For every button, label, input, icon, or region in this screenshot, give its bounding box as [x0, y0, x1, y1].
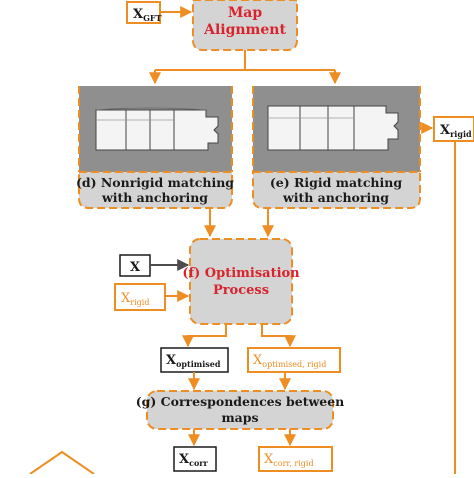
x-corr-rigid-sub: corr, rigid: [273, 459, 313, 468]
map-alignment-box: Map Alignment: [192, 0, 298, 51]
x-input-box: X: [119, 254, 151, 277]
svg-text:Xrigid: Xrigid: [121, 291, 149, 307]
x-optimised-rigid-sub: optimised, rigid: [262, 360, 326, 369]
x-optimised-base: X: [166, 353, 177, 368]
nonrigid-label-line2: with anchoring: [101, 190, 208, 205]
decision-diamond-partial: [29, 450, 95, 475]
svg-text:Xcorr, rigid: Xcorr, rigid: [264, 452, 314, 468]
x-corr-rigid-base: X: [264, 452, 274, 467]
nonrigid-panel: (d) Nonrigid matching with anchoring: [76, 86, 234, 209]
optimisation-box: (f) Optimisation Process: [182, 238, 300, 325]
x-input-label: X: [130, 260, 141, 275]
x-gft-base: X: [133, 7, 144, 22]
svg-text:Xoptimised, rigid: Xoptimised, rigid: [253, 353, 326, 369]
x-rigid-right-sub: rigid: [450, 129, 472, 139]
x-rigid-input-box: Xrigid: [114, 283, 166, 311]
correspondences-box: (g) Correspondences between maps: [136, 390, 345, 430]
nonrigid-label-line1: (d) Nonrigid matching: [76, 175, 234, 190]
arrow-opt-to-xoptrigid: [261, 324, 296, 348]
x-corr-sub: corr: [189, 458, 208, 468]
x-optimised-rigid-base: X: [253, 353, 263, 368]
rigid-label-line1: (e) Rigid matching: [270, 175, 402, 190]
x-optimised-rigid-box: Xoptimised, rigid: [247, 347, 341, 373]
optimisation-line2: Process: [213, 283, 269, 298]
x-corr-base: X: [179, 452, 190, 467]
x-rigid-input-sub: rigid: [130, 298, 149, 307]
x-optimised-sub: optimised: [176, 359, 221, 369]
x-gft-box: XGFT: [126, 1, 162, 24]
nonrigid-map-image: [95, 107, 219, 151]
rigid-map-image: [267, 105, 399, 151]
x-corr-box: Xcorr: [173, 446, 217, 472]
x-rigid-right-base: X: [440, 123, 451, 138]
svg-text:XGFT: XGFT: [133, 7, 162, 23]
optimisation-line1: (f) Optimisation: [182, 266, 300, 281]
correspondences-line1: (g) Correspondences between: [136, 394, 345, 409]
x-rigid-input-base: X: [121, 291, 131, 306]
x-corr-rigid-box: Xcorr, rigid: [258, 446, 333, 472]
svg-text:Xcorr: Xcorr: [179, 452, 209, 468]
svg-text:Xrigid: Xrigid: [440, 123, 472, 139]
x-gft-sub: GFT: [143, 13, 162, 23]
x-rigid-right-box: Xrigid: [433, 116, 474, 142]
map-alignment-line1: Map: [228, 5, 263, 21]
rigid-panel: (e) Rigid matching with anchoring: [252, 86, 421, 209]
rigid-label-line2: with anchoring: [282, 190, 389, 205]
correspondences-line2: maps: [221, 410, 258, 425]
svg-text:Xoptimised: Xoptimised: [166, 353, 221, 369]
map-alignment-line2: Alignment: [203, 22, 286, 38]
arrow-opt-to-xopt: [182, 324, 227, 348]
x-optimised-box: Xoptimised: [160, 347, 229, 373]
